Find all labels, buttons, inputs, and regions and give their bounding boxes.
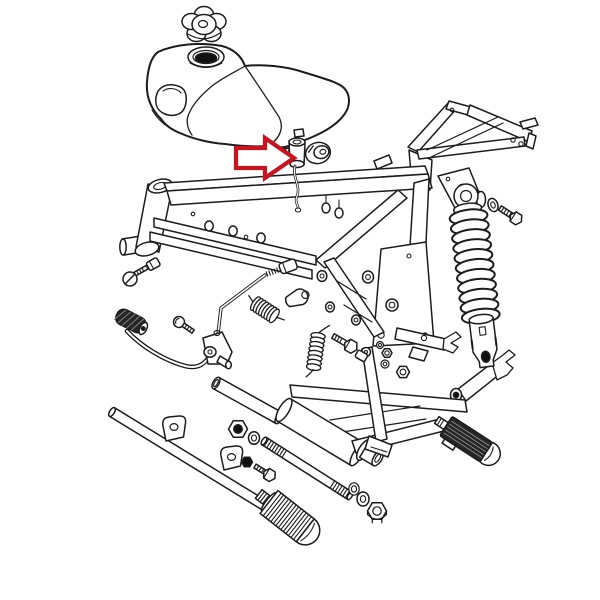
pivot-hardware [348,482,388,524]
small-dark-nut [240,456,254,468]
brake-rod-threads [265,258,298,277]
backbone-side-face [166,173,433,206]
swingarm [211,346,468,501]
footrest-bar [107,406,276,514]
backbone-tab [373,154,393,170]
cable-adjuster [122,257,161,287]
tank-mount-bush [321,202,331,214]
hex-nut [381,347,393,359]
fuel-petcock[interactable] [281,128,332,213]
diagonal-brace [315,189,408,269]
tension-spring [305,324,331,378]
ladder-bracket [323,257,385,338]
shock-lower-fork [449,349,516,403]
pivot-nut [366,502,388,524]
shock-upper-washer [487,197,499,213]
flat-washer [348,482,360,496]
pivot-sleeve-tube [211,376,284,425]
footrest-bracket-tab [162,415,187,442]
subframe-rear-cross [416,136,526,160]
brake-pedal-rubber [113,308,149,336]
bracket-fork [442,331,462,354]
spring-bolt [330,332,369,363]
subframe-tab [519,117,539,130]
frame-bush [256,232,266,244]
shock-lower-eye [480,350,491,364]
pedal-bolt [172,315,195,334]
footrest-bolt [253,463,276,483]
footrest-bracket-tab [220,445,244,471]
frame-bush [204,220,214,232]
brake-assembly [113,258,369,378]
brake-rod-clevis [284,288,310,308]
tank-mount-bush [334,207,344,219]
shock-upper-bolt [497,205,523,226]
brake-return-spring [248,295,285,324]
frame-bush [228,225,238,237]
rear-footpeg-rubber [433,415,502,467]
adjuster-barrel [278,258,298,275]
brake-pedal [113,308,233,370]
tank-crease-right [244,65,282,147]
rear-shock [448,183,523,369]
down-tube-b [149,231,313,280]
arrow-right-icon [233,134,298,182]
prop-stand [360,346,393,458]
shock-spring-and-body [448,202,501,369]
highlight-arrow[interactable] [233,134,298,182]
tank-crease-left [186,65,246,136]
line-art [107,5,539,546]
flat-washer [247,430,261,446]
fuel-tank [145,43,350,149]
center-gusset-plate [315,178,462,379]
hex-nut [395,365,411,379]
filler-neck-opening [194,52,218,64]
pivot-washer [356,491,370,507]
fuel-filler-cap [181,5,227,43]
tank-knee-cutout [155,84,187,117]
front-footpeg-rubber [254,488,321,546]
petcock-knob [304,141,332,165]
